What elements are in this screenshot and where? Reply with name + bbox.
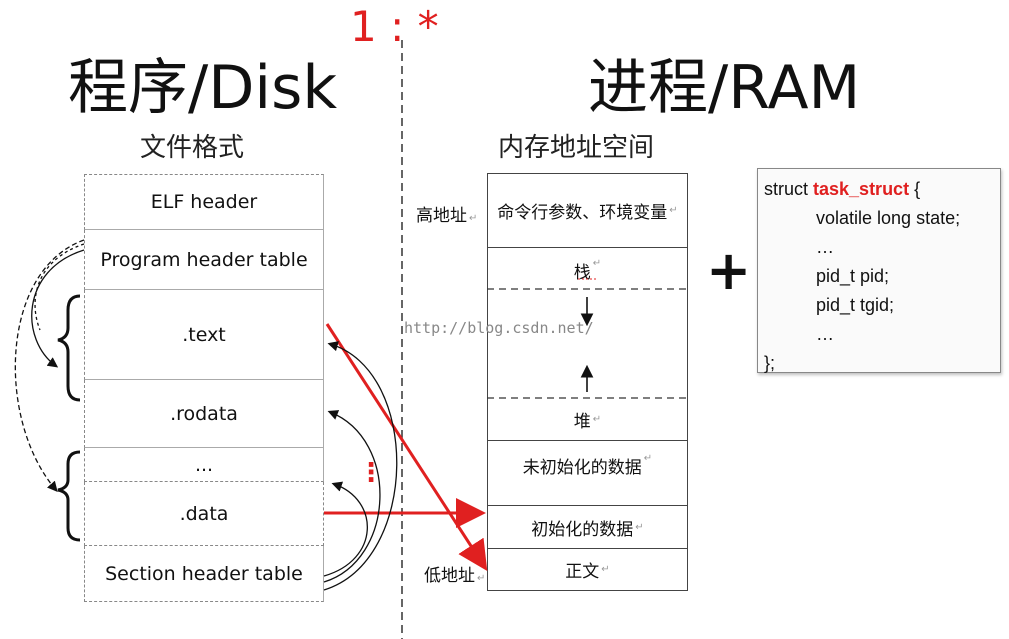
- top-marker: 1 : *: [350, 2, 439, 51]
- ram-data-label: 初始化的数据: [531, 519, 634, 540]
- task-struct-code-box: struct task_struct { volatile long state…: [757, 168, 1001, 373]
- ram-stack-label: 栈: [573, 263, 591, 283]
- right-curve-3: [323, 481, 368, 577]
- high-address-label: 高地址↵: [416, 206, 478, 226]
- code-line-7: };: [764, 353, 776, 373]
- disk-text-section: .text: [84, 290, 324, 380]
- code-line-4: pid_t pid;: [816, 266, 890, 286]
- disk-section-header-table: Section header table: [84, 546, 324, 602]
- text-mapping-arrow: [325, 323, 488, 572]
- disk-program-header-table: Program header table: [84, 230, 324, 290]
- code-line-3: …: [816, 237, 834, 257]
- left-curve-2: [14, 239, 85, 492]
- plus-sign: +: [706, 239, 752, 302]
- left-curve-1: [31, 249, 85, 368]
- left-curve-3: [34, 243, 85, 331]
- disk-title: 程序/Disk: [68, 53, 338, 123]
- ram-bss-label: 未初始化的数据: [522, 458, 642, 478]
- task-struct-keyword: task_struct: [813, 179, 910, 199]
- disk-elf-header: ELF header: [84, 174, 324, 230]
- ram-title: 进程/RAM: [588, 53, 861, 123]
- upper-brace: [57, 294, 81, 402]
- ram-env-segment: 命令行参数、环境变量↵: [487, 173, 688, 248]
- ram-stack-segment: 栈↵: [487, 248, 688, 398]
- ram-text-segment: 正文↵: [487, 549, 688, 591]
- disk-rodata-section: .rodata: [84, 380, 324, 448]
- ram-bss-segment: 未初始化的数据↵: [487, 441, 688, 506]
- lower-brace: [57, 450, 81, 542]
- disk-ellipsis: ...: [84, 448, 324, 482]
- ram-heap-segment: 堆↵: [487, 398, 688, 441]
- right-curve-2: [323, 410, 381, 583]
- code-line-2: volatile long state;: [816, 208, 961, 228]
- ram-heap-label: 堆: [573, 411, 591, 432]
- code-line-5: pid_t tgid;: [816, 295, 895, 315]
- blog-watermark: http://blog.csdn.net/: [404, 319, 594, 337]
- right-curve-1: [323, 341, 398, 591]
- ram-env-label: 命令行参数、环境变量: [497, 203, 668, 223]
- code-line-1: struct task_struct {: [764, 179, 921, 199]
- address-space-subtitle: 内存地址空间: [498, 133, 655, 163]
- code-line-6: …: [816, 324, 834, 344]
- ram-text-label: 正文: [565, 562, 600, 582]
- file-format-subtitle: 文件格式: [140, 133, 245, 163]
- ram-data-segment: 初始化的数据↵: [487, 506, 688, 549]
- disk-data-section: .data: [84, 482, 324, 546]
